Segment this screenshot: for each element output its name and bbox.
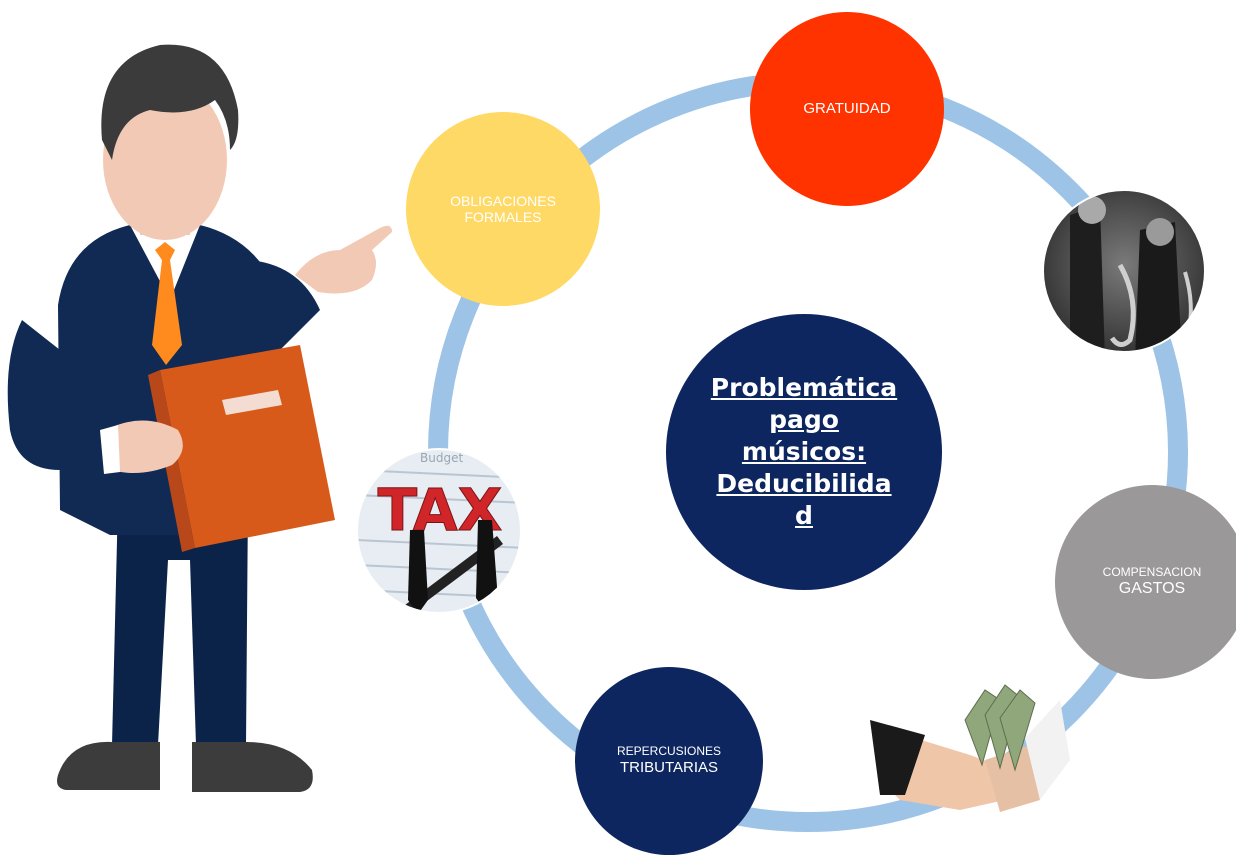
node-repercusiones-tributarias: REPERCUSIONES TRIBUTARIAS [575, 667, 763, 855]
handshake-photo [870, 684, 1070, 812]
musicians-photo [1043, 190, 1205, 352]
node-obligaciones-formales: OBLIGACIONES FORMALES [406, 112, 600, 306]
node-gratuidad-label: GRATUIDAD [803, 100, 891, 118]
node-gratuidad: GRATUIDAD [750, 12, 944, 206]
tax-photo: Budget TAX [357, 449, 521, 613]
node-compensacion-line1: COMPENSACION [1102, 564, 1202, 579]
budget-label: Budget [420, 451, 463, 465]
node-obligaciones-label: OBLIGACIONES FORMALES [450, 192, 556, 225]
center-topic-node: Problemática pago músicos: Deducibilida … [666, 314, 942, 590]
center-topic-label: Problemática pago músicos: Deducibilida … [710, 373, 898, 530]
businessman-illustration [7, 44, 392, 792]
node-repercusiones-line2: TRIBUTARIAS [619, 759, 719, 777]
node-repercusiones-line1: REPERCUSIONES [616, 744, 722, 759]
node-compensacion-line2: GASTOS [1118, 579, 1186, 597]
node-compensacion-gastos: COMPENSACION GASTOS [1055, 485, 1236, 679]
